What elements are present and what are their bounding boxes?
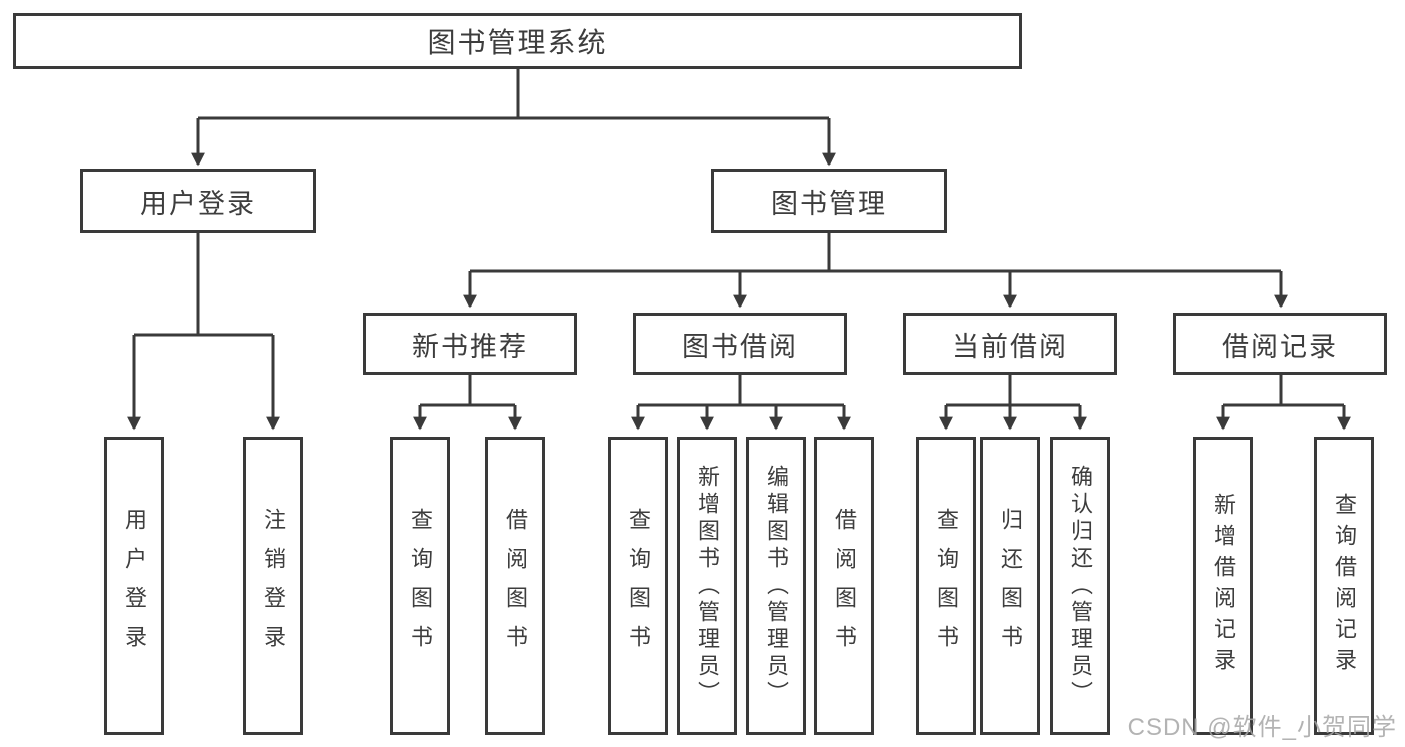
- node-borrowing-records: 借阅记录: [1173, 313, 1387, 375]
- leaf-edit-book-admin: 编辑图书（管理员）: [746, 437, 806, 735]
- leaf-query-books-borrowing: 查询图书: [608, 437, 668, 735]
- watermark: CSDN @软件_小贺同学: [1127, 714, 1397, 741]
- node-new-book-recommend: 新书推荐: [363, 313, 577, 375]
- leaf-borrow-books-recommend: 借阅图书: [485, 437, 545, 735]
- leaf-add-borrow-record: 新增借阅记录: [1193, 437, 1253, 735]
- leaf-return-books: 归还图书: [980, 437, 1040, 735]
- node-current-borrowing: 当前借阅: [903, 313, 1117, 375]
- leaf-borrow-books-borrowing: 借阅图书: [814, 437, 874, 735]
- node-user-login: 用户登录: [80, 169, 316, 233]
- leaf-query-books-current: 查询图书: [916, 437, 976, 735]
- leaf-logout: 注销登录: [243, 437, 303, 735]
- leaf-add-book-admin: 新增图书（管理员）: [677, 437, 737, 735]
- node-book-borrowing: 图书借阅: [633, 313, 847, 375]
- leaf-query-borrow-record: 查询借阅记录: [1314, 437, 1374, 735]
- node-book-management: 图书管理: [711, 169, 947, 233]
- leaf-user-login: 用户登录: [104, 437, 164, 735]
- leaf-query-books-recommend: 查询图书: [390, 437, 450, 735]
- node-library-management-system: 图书管理系统: [13, 13, 1022, 69]
- leaf-confirm-return-admin: 确认归还（管理员）: [1050, 437, 1110, 735]
